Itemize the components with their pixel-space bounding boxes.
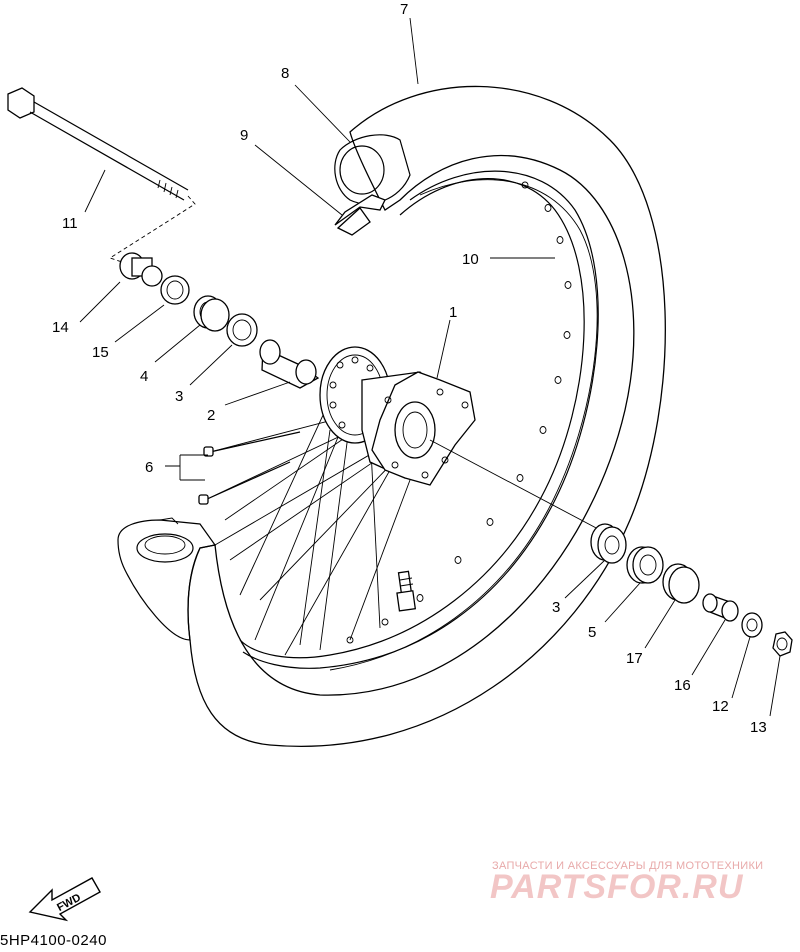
- spacer-2: [259, 339, 320, 389]
- tube: [334, 134, 411, 205]
- label-5: 5: [588, 624, 596, 641]
- label-13: 13: [750, 719, 767, 736]
- spacer-17: [662, 563, 700, 604]
- bearing-4: [193, 295, 230, 332]
- seal-15: [160, 275, 190, 305]
- collar-16: [702, 593, 739, 622]
- rim-lock: [334, 194, 386, 236]
- collar-14: [119, 252, 163, 287]
- label-14: 14: [52, 319, 69, 336]
- label-11: 11: [62, 215, 78, 232]
- diagram-code: 5HP4100-0240: [0, 932, 107, 949]
- spoke-samples: [198, 431, 301, 505]
- fwd-arrow-icon: FWD: [28, 877, 101, 922]
- label-3-left: 3: [175, 388, 183, 405]
- label-6: 6: [145, 459, 153, 476]
- rim: [239, 170, 599, 671]
- label-16: 16: [674, 677, 691, 694]
- tire: [117, 85, 666, 747]
- bearing-3-right: [590, 523, 627, 564]
- nut-13: [772, 631, 793, 657]
- label-9: 9: [240, 127, 248, 144]
- label-2: 2: [207, 407, 215, 424]
- label-8: 8: [281, 65, 289, 82]
- valve: [396, 570, 417, 612]
- fwd-label: FWD: [55, 892, 83, 914]
- hub: [319, 346, 476, 486]
- label-17: 17: [626, 650, 643, 667]
- watermark-tagline: ЗАПЧАСТИ И АКСЕССУАРЫ ДЛЯ МОТОТЕХНИКИ: [492, 860, 764, 872]
- label-12: 12: [712, 698, 729, 715]
- label-1: 1: [449, 304, 457, 321]
- seal-5: [626, 546, 664, 584]
- label-7: 7: [400, 1, 408, 18]
- washer-12: [741, 612, 763, 638]
- axle-centerline: [429, 439, 601, 531]
- rim-spoke-holes: [346, 181, 572, 644]
- label-3-right: 3: [552, 599, 560, 616]
- part-labels: 7 8 9 10 1 11 14 15 4 3 2 6 3 5 17 16 12…: [52, 1, 767, 736]
- label-4: 4: [140, 368, 148, 385]
- axle: [7, 87, 196, 263]
- watermark-logo: PARTSFOR.RU: [490, 868, 744, 906]
- leader-lines: [79, 17, 781, 717]
- label-15: 15: [92, 344, 109, 361]
- bearing-3-left: [226, 313, 258, 347]
- label-10: 10: [462, 251, 479, 268]
